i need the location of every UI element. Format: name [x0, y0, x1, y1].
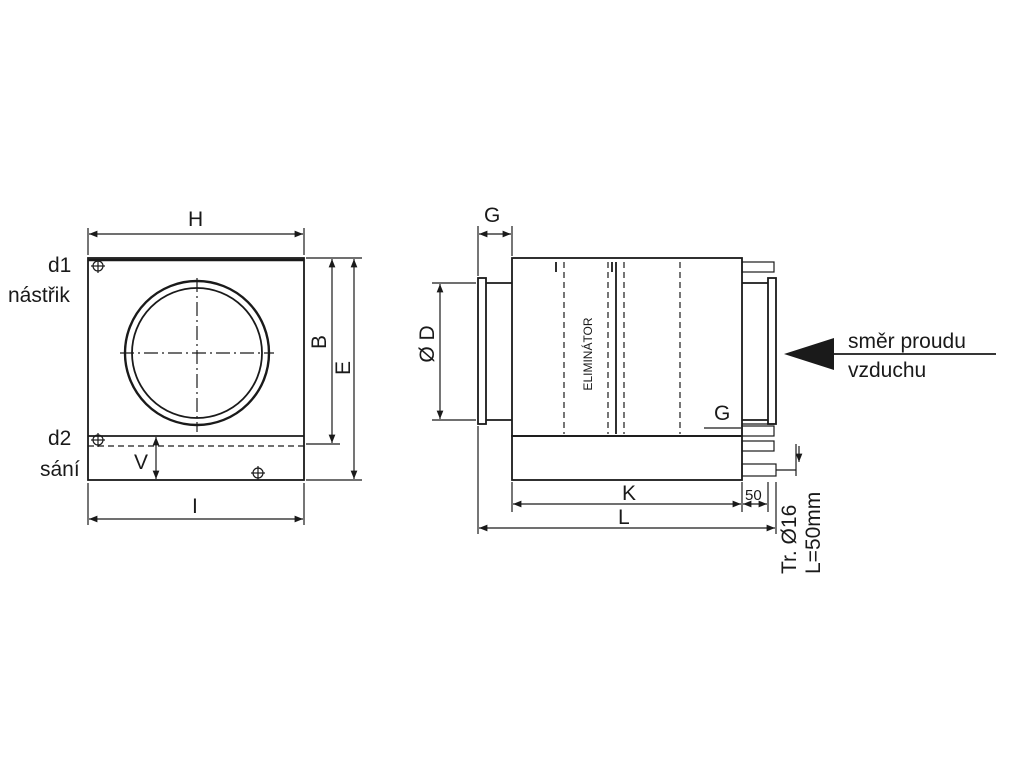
fitting-d1-symbol: [91, 259, 105, 273]
svg-text:G: G: [714, 402, 730, 425]
dimension-V: V: [134, 437, 160, 479]
dimension-G-right: G: [704, 402, 774, 429]
dimension-I: I: [87, 483, 305, 525]
svg-text:Ø D: Ø D: [416, 325, 439, 362]
inlet-collar: [477, 277, 487, 425]
svg-text:H: H: [188, 208, 203, 231]
svg-text:E: E: [332, 361, 355, 375]
dimension-50: 50: [743, 482, 769, 512]
top-nozzle: [741, 261, 775, 273]
svg-text:V: V: [134, 451, 148, 474]
svg-text:L=50mm: L=50mm: [802, 492, 825, 574]
bottom-nozzle-1: [741, 425, 775, 437]
dimension-E: E: [306, 257, 362, 481]
fitting-d2-symbol: [91, 433, 105, 447]
side-view: ELIMINÁTOR G Ø D G: [416, 204, 996, 574]
bottom-nozzle-2: [741, 440, 775, 452]
svg-text:I: I: [192, 495, 198, 518]
label-suction: sání: [40, 458, 80, 481]
dimension-B: B: [306, 257, 340, 445]
svg-text:Tr. Ø16: Tr. Ø16: [778, 505, 801, 574]
dimension-K: K: [511, 482, 743, 512]
dimension-diameter-D: Ø D: [416, 282, 476, 421]
svg-text:L: L: [618, 506, 630, 529]
side-drain-pan: [511, 435, 743, 481]
svg-text:G: G: [484, 204, 500, 227]
drain-symbol: [251, 466, 265, 480]
dimension-L: L: [477, 426, 777, 534]
label-d2: d2: [48, 427, 71, 450]
dimension-G-top: G: [477, 204, 513, 276]
label-injection: nástřik: [8, 284, 70, 307]
dimension-H: H: [87, 208, 305, 255]
svg-text:B: B: [308, 335, 331, 349]
airflow-arrow-icon: [784, 338, 834, 370]
pipe-spec: Tr. Ø16 L=50mm: [776, 444, 825, 574]
airflow-arrow: směr proudu vzduchu: [784, 330, 996, 382]
front-view: d1 nástřik d2 sání H I B: [8, 208, 362, 525]
label-d1: d1: [48, 254, 71, 277]
svg-text:50: 50: [745, 487, 762, 504]
side-housing: [511, 257, 743, 437]
eliminator-label: ELIMINÁTOR: [580, 317, 595, 390]
svg-text:K: K: [622, 482, 636, 505]
airflow-label-line1: směr proudu: [848, 330, 966, 353]
outlet-collar: [767, 277, 777, 425]
drain-pipe: [741, 463, 777, 477]
airflow-label-line2: vzduchu: [848, 359, 926, 382]
front-housing: [87, 257, 305, 481]
